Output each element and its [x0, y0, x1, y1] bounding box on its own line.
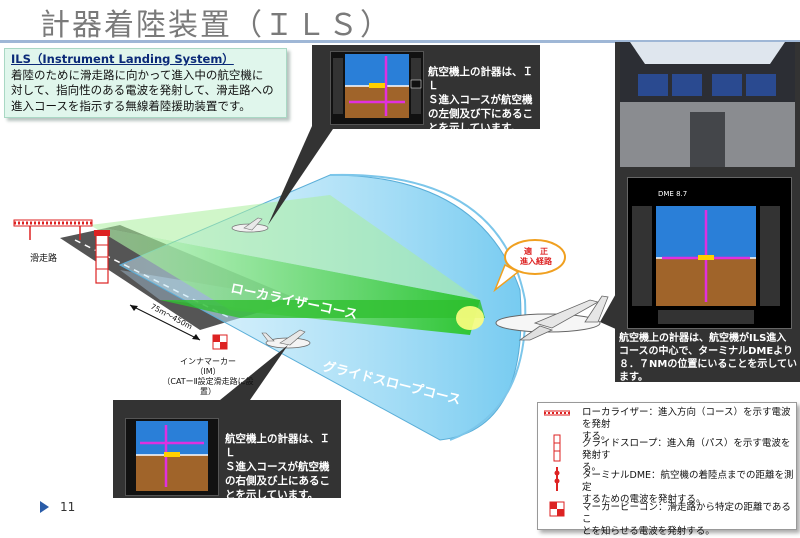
inner-marker-line: （CATーⅡ設定滑走路に設置） [162, 377, 254, 396]
callout-line: 航空機上の計器は、航空機が [619, 333, 749, 344]
inner-marker-line: （IM） [195, 367, 221, 376]
callout-line: とを示しています。 [225, 489, 319, 501]
aircraft-main-icon [495, 295, 609, 341]
legend-item-dme: ターミナルDME：航空機の着陸点までの距離を測定 するための電波を発射する。 [582, 470, 796, 506]
intro-line: 進入コースを指示する無線着陸援助装置です。 [11, 98, 251, 113]
callout-right: DME 8.7 航空機上の計器は、航空機がILS進入 コースの中心で、ターミナル… [615, 42, 800, 384]
callout-line: Ｓ進入コースが航空機 [428, 94, 533, 106]
intro-heading: ILS（Instrument Landing System） [11, 52, 234, 66]
callout-line: ILS進入 [749, 333, 787, 344]
cockpit-photo [620, 42, 795, 167]
glideslope-tower-icon [94, 230, 110, 284]
dme-readout: DME 8.7 [658, 190, 688, 198]
page-arrow-icon [40, 501, 49, 513]
page-title: 計器着陸装置（ＩＬＳ） [40, 8, 392, 43]
proper-path-line: 適 正 [524, 247, 548, 256]
inner-marker-line: インナマーカー [180, 357, 236, 366]
pfd-instrument-bottom [125, 418, 219, 496]
legend-line: するための電波を発射する。 [582, 494, 706, 505]
inner-marker-label: インナマーカー （IM） （CATーⅡ設定滑走路に設置） [158, 357, 258, 397]
proper-path-line: 進入経路 [520, 257, 552, 266]
proper-path-oval [504, 239, 566, 275]
intro-box: ILS（Instrument Landing System） 着陸のために滑走路… [4, 48, 287, 118]
legend-box: ローカライザー：進入方向（コース）を示す電波を発射 する。 グライドスロープ：進… [537, 402, 797, 537]
legend-line: する。 [582, 431, 611, 442]
callout-line: とを示しています。 [428, 122, 522, 134]
callout-line: コースの中心で、ターミナルDMEより [619, 346, 793, 357]
page-number: 11 [60, 500, 76, 514]
pfd-display-icon [632, 206, 780, 324]
intro-line: 対して、指向性のある電波を発射して、滑走路への [11, 83, 274, 97]
callout-bottom-pointer [220, 345, 288, 400]
dme-antenna-icon [554, 467, 560, 491]
intro-line: 着陸のために滑走路に向かって進入中の航空機に [11, 67, 264, 82]
legend-line: グライドスロープ：進入角（パス）を示す電波を発射す [582, 438, 791, 461]
localizer-antenna-icon [13, 219, 93, 240]
inner-marker-icon [212, 334, 228, 350]
pfd-instrument-top [330, 51, 424, 125]
legend-line: る。 [582, 462, 602, 473]
localizer-antenna-icon [544, 410, 570, 416]
legend-line: ローカライザー：進入方向（コース）を示す電波を発射 [582, 407, 791, 430]
callout-bottom-text: 航空機上の計器は、ＩＬ Ｓ進入コースが航空機 の右側及び上にあるこ とを示してい… [225, 432, 339, 502]
callout-line: の左側及び下にあるこ [428, 108, 533, 120]
distance-arrow [129, 304, 201, 341]
marker-beacon-icon [549, 501, 565, 517]
callout-line: の右側及び上にあるこ [225, 475, 330, 487]
callout-top-text: 航空機上の計器は、ＩＬ Ｓ進入コースが航空機 の左側及び下にあるこ とを示してい… [428, 65, 538, 135]
aircraft-top-icon [231, 217, 269, 233]
runway-label: 滑走路 [30, 254, 58, 264]
glideslope-tower-icon [553, 434, 561, 462]
callout-line: Ｓ進入コースが航空機 [225, 461, 330, 473]
title-rule [0, 40, 800, 43]
callout-top-pointer [268, 126, 335, 225]
legend-item-glideslope: グライドスロープ：進入角（パス）を示す電波を発射す る。 [582, 438, 792, 474]
callout-top: 航空機上の計器は、ＩＬ Ｓ進入コースが航空機 の左側及び下にあるこ とを示してい… [312, 45, 540, 134]
localizer-beam-lower [160, 300, 485, 318]
attitude-indicator-icon [333, 54, 422, 118]
callout-right-pointer [600, 290, 618, 330]
pfd-instrument-right: DME 8.7 [627, 177, 792, 329]
callout-line: ８．７NMの位置にいることを示しています。 [619, 359, 798, 383]
proper-path-label: 適 正 進入経路 [506, 247, 566, 267]
legend-line: ターミナルDME：航空機の着陸点までの距離を測定 [582, 470, 794, 493]
legend-item-marker: マーカービーコン：滑走路から特定の距離であるこ とを知らせる電波を発射する。 [582, 502, 794, 538]
proper-path-glow [456, 306, 484, 330]
callout-bottom: 航空機上の計器は、ＩＬ Ｓ進入コースが航空機 の右側及び上にあるこ とを示してい… [113, 400, 341, 501]
legend-line: マーカービーコン：滑走路から特定の距離であるこ [582, 502, 791, 525]
callout-right-text: 航空機上の計器は、航空機がILS進入 コースの中心で、ターミナルDMEより ８．… [619, 332, 799, 384]
callout-line: 航空機上の計器は、ＩＬ [428, 66, 533, 92]
localizer-beam-upper [90, 195, 480, 300]
callout-line: 航空機上の計器は、ＩＬ [225, 433, 330, 459]
aircraft-small-icon [261, 329, 311, 349]
legend-item-localizer: ローカライザー：進入方向（コース）を示す電波を発射 する。 [582, 407, 792, 443]
attitude-indicator-icon [136, 421, 208, 491]
glideslope-cone-edge [329, 173, 527, 441]
legend-line: とを知らせる電波を発射する。 [582, 526, 715, 537]
